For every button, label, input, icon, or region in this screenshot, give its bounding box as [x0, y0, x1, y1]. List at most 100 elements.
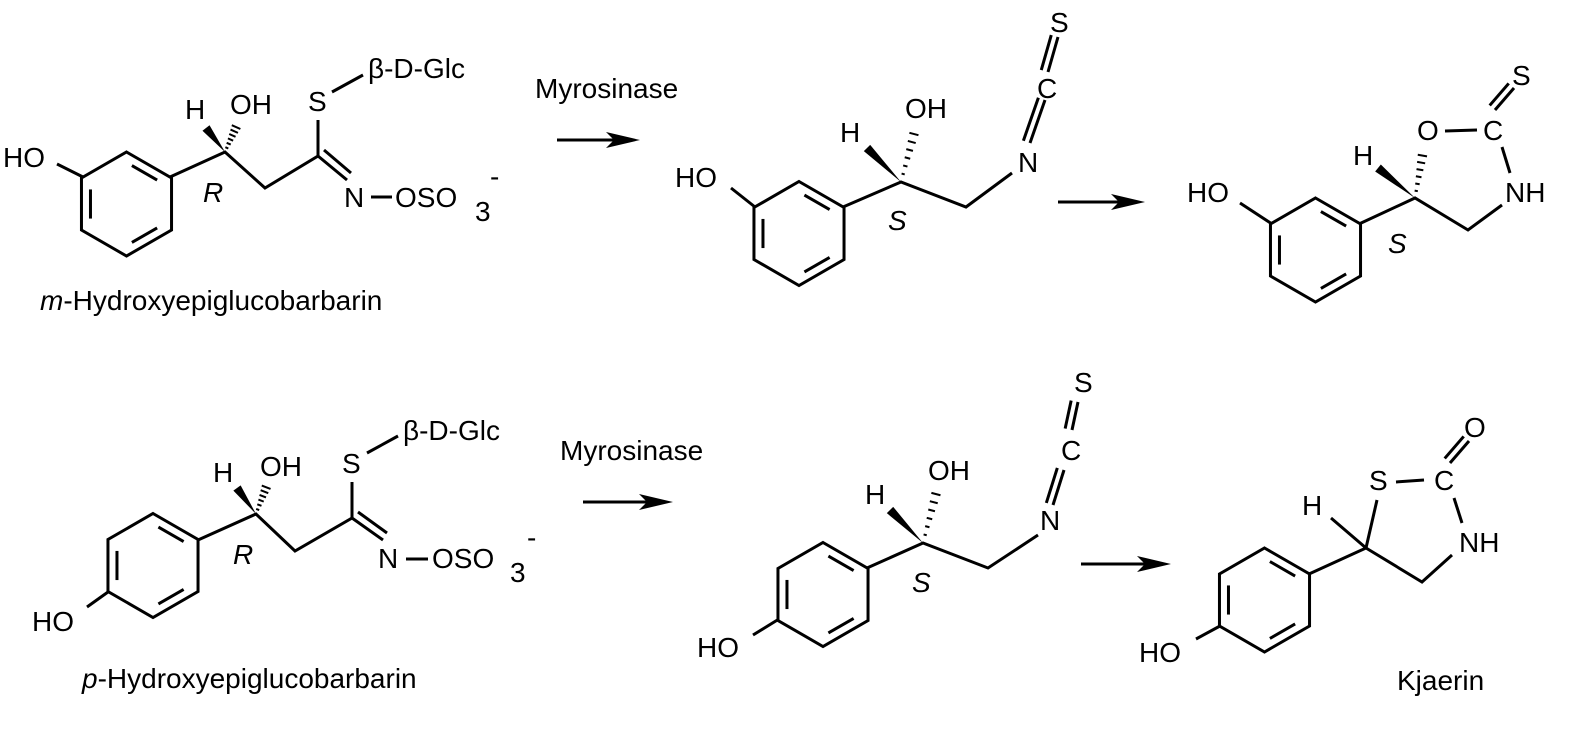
hash-bond-segment — [907, 139, 916, 145]
bond — [730, 186, 756, 209]
aromatic-double-bond — [803, 256, 831, 274]
atom-label-OH: OH — [928, 455, 970, 486]
atom-label-C: C — [1061, 435, 1081, 466]
atom-label-N: N — [1018, 147, 1038, 178]
glucose-label: β-D-Glc — [368, 53, 465, 84]
bond — [331, 73, 364, 94]
atom-label-O: O — [1464, 412, 1486, 443]
hash-bond-segment — [1417, 153, 1428, 158]
enzyme-label: Myrosinase — [560, 435, 703, 466]
bond — [842, 171, 1013, 209]
double-bond — [1493, 87, 1516, 111]
hash-bond-segment — [1414, 189, 1418, 193]
kjaerin-structure: HO H S C O NH Kjaerin — [1139, 412, 1499, 696]
atom-label-C: C — [1434, 465, 1454, 496]
bond — [197, 482, 354, 553]
bond — [752, 617, 780, 637]
sulfate-label: OSO — [432, 543, 494, 574]
bond — [1358, 196, 1503, 232]
hash-bond-segment — [256, 503, 262, 507]
atom-label-N: N — [344, 182, 364, 213]
atom-label-NH: NH — [1459, 527, 1499, 558]
compound-name: Kjaerin — [1397, 665, 1484, 696]
glucose-label: β-D-Glc — [403, 415, 500, 446]
generated-marks — [79, 34, 1516, 654]
hash-bond-segment — [258, 498, 265, 503]
atom-label-H: H — [185, 94, 205, 125]
double-bond — [1021, 97, 1040, 142]
hash-bond-segment — [259, 493, 267, 499]
hash-bond-segment — [901, 172, 905, 176]
hash-bond-segment — [230, 128, 239, 134]
hash-bond-segment — [226, 141, 232, 146]
bond — [1239, 201, 1273, 226]
bond — [1365, 546, 1454, 584]
hash-bond-segment — [931, 491, 941, 497]
aromatic-double-bond — [131, 226, 158, 244]
charge-minus: - — [527, 522, 536, 553]
atom-label-C: C — [1037, 73, 1057, 104]
hash-bond-segment — [1415, 182, 1420, 186]
hash-bond-segment — [906, 148, 914, 152]
aromatic-double-bond — [131, 164, 158, 182]
hash-bond-segment — [929, 500, 938, 505]
hash-bond-segment — [926, 516, 933, 521]
hash-bond-segment — [904, 156, 911, 160]
stereo-descriptor: S — [1388, 228, 1407, 259]
hash-bond-segment — [909, 131, 919, 137]
atom-label-S: S — [1074, 367, 1093, 398]
hash-bond-segment — [231, 124, 241, 130]
subscript-3: 3 — [475, 196, 491, 227]
compound-name: p-Hydroxyepiglucobarbarin — [81, 663, 417, 694]
aromatic-double-bond — [1269, 622, 1296, 640]
subscript-3: 3 — [510, 557, 526, 588]
stereo-descriptor: S — [912, 567, 931, 598]
stereo-descriptor: R — [203, 177, 223, 208]
hash-bond-segment — [228, 133, 236, 138]
hash-bond-segment — [227, 137, 234, 142]
stereo-descriptor: R — [233, 539, 253, 570]
bond — [351, 516, 384, 542]
benzene-ring — [752, 179, 846, 288]
hash-bond-segment — [1416, 160, 1426, 165]
double-bond — [1051, 469, 1066, 506]
double-bond — [1039, 34, 1053, 71]
atom-label-N: N — [378, 543, 398, 574]
bond — [1395, 478, 1425, 484]
benzene-ring — [1268, 196, 1363, 304]
benzene-ring — [1217, 546, 1312, 654]
wedge-bond — [863, 144, 901, 182]
atom-label-HO: HO — [697, 632, 739, 663]
hash-bond-segment — [923, 533, 927, 537]
atom-label-S: S — [1050, 7, 1069, 38]
atom-label-HO: HO — [1139, 637, 1181, 668]
atom-label-S: S — [1512, 60, 1531, 91]
atom-label-O: O — [1417, 115, 1439, 146]
atom-label-H: H — [865, 479, 885, 510]
double-bond — [1070, 401, 1080, 431]
double-bond — [1488, 82, 1510, 107]
aromatic-double-bond — [1320, 210, 1347, 228]
double-bond — [1448, 440, 1471, 464]
bond — [86, 590, 109, 609]
m-hydroxyepiglucobarbarin-structure: HO H OH S β-D-Glc N OSO 3 - R m-Hydroxye… — [3, 53, 499, 316]
atom-label-S: S — [342, 448, 361, 479]
isothiocyanate-intermediate-1: HO H OH N C S S — [675, 7, 1069, 236]
double-bond — [357, 510, 388, 535]
arrow-head-icon — [1111, 194, 1145, 210]
atom-label-H: H — [1302, 490, 1322, 521]
atom-label-S: S — [1369, 465, 1388, 496]
bond — [366, 434, 399, 455]
atom-label-S: S — [308, 86, 327, 117]
aromatic-double-bond — [827, 554, 855, 572]
wedge-bond — [202, 125, 225, 152]
bond — [1444, 128, 1478, 133]
aromatic-double-bond — [1269, 560, 1296, 578]
bond — [1500, 146, 1512, 174]
hash-bond-segment — [1416, 168, 1424, 172]
wedge-bond — [886, 506, 923, 543]
bond-layer — [56, 73, 1512, 641]
double-bond — [1046, 36, 1060, 73]
atom-label-HO: HO — [32, 606, 74, 637]
sulfate-label: OSO — [395, 182, 457, 213]
